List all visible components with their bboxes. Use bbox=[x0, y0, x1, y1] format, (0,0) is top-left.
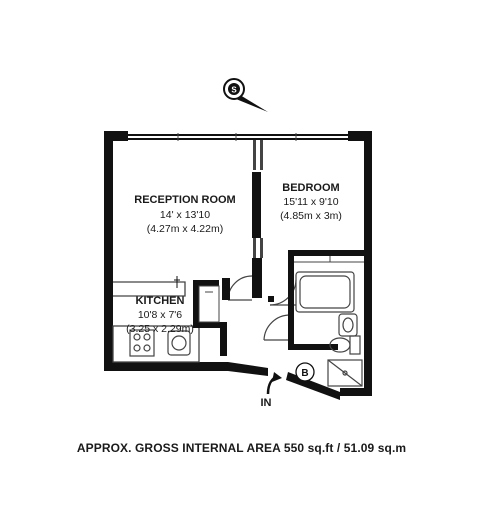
light-switch-icon bbox=[174, 276, 180, 288]
bedroom-label-group: BEDROOM 15'11 x 9'10 (4.85m x 3m) bbox=[280, 182, 342, 222]
reception-imperial: 14' x 13'10 bbox=[160, 209, 210, 221]
bedroom-metric: (4.85m x 3m) bbox=[280, 210, 342, 222]
hob-icon bbox=[129, 329, 155, 357]
boiler-cupboard: B bbox=[295, 362, 315, 382]
kitchen-imperial: 10'8 x 7'6 bbox=[138, 309, 182, 321]
cupboard-hatch bbox=[198, 285, 220, 323]
toilet-icon bbox=[329, 335, 361, 355]
sink-icon bbox=[167, 330, 191, 356]
partition-wall bbox=[252, 140, 263, 298]
reception-metric: (4.27m x 4.22m) bbox=[147, 223, 223, 235]
window-marks bbox=[177, 133, 297, 141]
bathtub-icon bbox=[295, 271, 355, 313]
kitchen-title: KITCHEN bbox=[136, 295, 185, 307]
shower-rail bbox=[294, 256, 364, 263]
cupboard-walls bbox=[193, 280, 227, 356]
compass-symbol: S bbox=[231, 86, 237, 95]
gross-area-caption: APPROX. GROSS INTERNAL AREA 550 sq.ft / … bbox=[76, 441, 407, 455]
shower-tray-icon bbox=[327, 359, 363, 387]
bedroom-title: BEDROOM bbox=[282, 182, 339, 194]
compass-north-icon: S bbox=[223, 78, 268, 112]
kitchen-label-group: KITCHEN 10'8 x 7'6 (3.25 x 2.29m) bbox=[126, 295, 194, 335]
hall-walls bbox=[222, 250, 364, 350]
reception-title: RECEPTION ROOM bbox=[134, 194, 235, 206]
kitchen-metric: (3.25 x 2.29m) bbox=[126, 323, 194, 335]
reception-label-group: RECEPTION ROOM 14' x 13'10 (4.27m x 4.22… bbox=[134, 194, 235, 235]
boiler-label: B bbox=[301, 368, 308, 379]
washbasin-icon bbox=[338, 313, 358, 337]
bedroom-imperial: 15'11 x 9'10 bbox=[283, 196, 338, 208]
entrance-label: IN bbox=[261, 397, 272, 409]
entrance-arrow-icon bbox=[266, 372, 282, 395]
kitchen-counter bbox=[112, 281, 200, 363]
